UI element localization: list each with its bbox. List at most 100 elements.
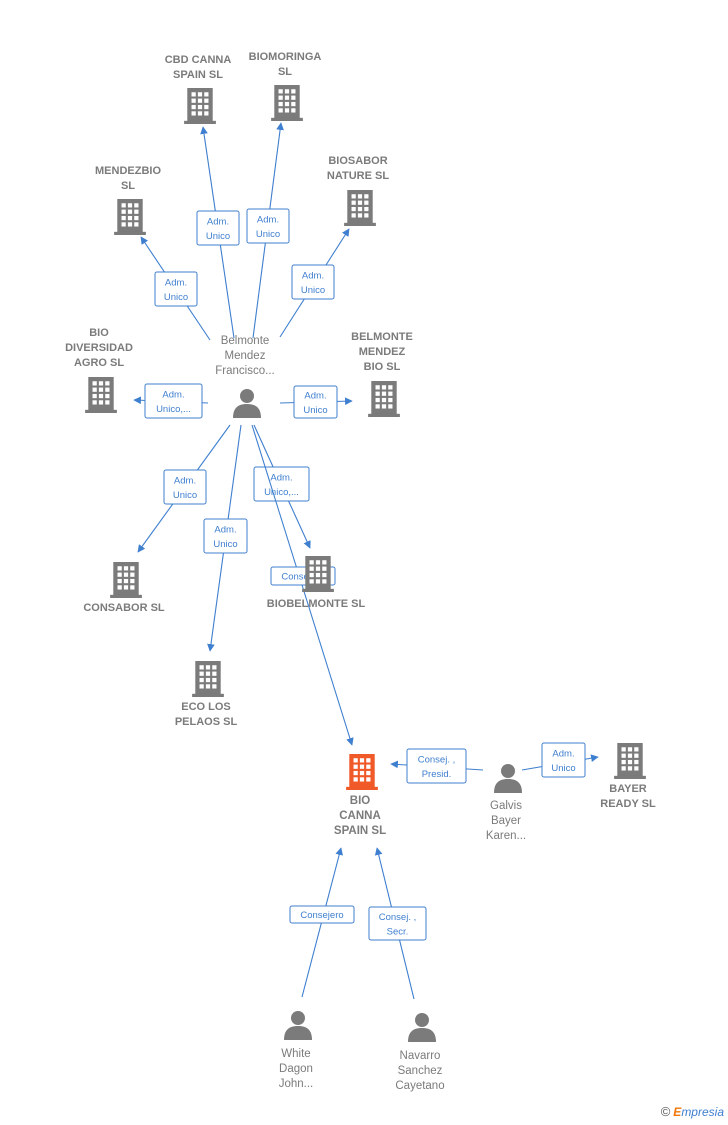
role-label[interactable]: Consej. ,Secr.	[368, 906, 427, 941]
node-white[interactable]: WhiteDagonJohn...	[279, 1011, 314, 1090]
role-label[interactable]: Adm.Unico	[203, 518, 248, 554]
role-text: Unico	[173, 490, 197, 501]
role-box	[289, 905, 355, 924]
node-label: BELMONTE	[351, 331, 413, 343]
role-label[interactable]: Adm.Unico,...	[144, 383, 203, 419]
role-label[interactable]: Adm. Unico	[293, 385, 338, 419]
node-label: White	[281, 1048, 310, 1060]
node-label: Francisco...	[215, 365, 274, 377]
role-text: Adm.	[552, 748, 574, 759]
node-label: Galvis	[490, 800, 522, 812]
edge-belmonte-biomoringa: Adm.Unico	[246, 122, 290, 339]
role-text: Unico	[301, 285, 325, 296]
building-icon	[344, 190, 376, 226]
role-box	[291, 264, 335, 300]
role-label[interactable]: Consej. , Presid.	[406, 748, 467, 784]
node-biobelmonte[interactable]: BIOBELMONTE SL	[267, 556, 366, 610]
edge-belmonte-biosabor: Adm. Unico	[279, 228, 350, 338]
role-text: Unico	[551, 763, 575, 774]
node-label: AGRO SL	[74, 357, 124, 369]
role-text: Consej. ,	[418, 754, 456, 765]
role-label[interactable]: Adm.Unico	[154, 271, 198, 307]
edge-belmonte-belmontebio: Adm. Unico	[279, 385, 353, 419]
copyright-icon: ©	[660, 1104, 671, 1119]
building-icon	[114, 199, 146, 235]
node-label: DIVERSIDAD	[65, 342, 133, 354]
person-icon	[233, 389, 261, 418]
person-icon	[494, 764, 522, 793]
node-label: NATURE SL	[327, 170, 389, 182]
node-label: Mendez	[225, 350, 266, 362]
role-text: Adm.	[304, 390, 326, 401]
building-icon	[271, 85, 303, 121]
role-text: Adm.	[214, 524, 236, 535]
edges-layer: Adm.UnicoAdm.UnicoAdm.UnicoAdm.UnicoAdm.…	[133, 122, 599, 1000]
building-icon	[346, 754, 378, 790]
node-label: CANNA	[339, 810, 381, 822]
building-icon	[85, 377, 117, 413]
edge-belmonte-mendezbio: Adm.Unico	[140, 236, 211, 341]
node-belmonte[interactable]: BelmonteMendezFrancisco...	[215, 335, 275, 418]
brand-initial: E	[673, 1105, 682, 1119]
role-text: Unico	[164, 292, 188, 303]
node-label: Sanchez	[398, 1065, 443, 1077]
node-biodiversidad[interactable]: BIO DIVERSIDAD AGRO SL	[65, 327, 133, 413]
role-text: Presid.	[422, 769, 452, 780]
role-box	[246, 208, 290, 244]
edge-belmonte-consabor: Adm.Unico	[137, 424, 231, 553]
building-icon	[368, 381, 400, 417]
node-label: Karen...	[486, 830, 526, 842]
building-icon	[192, 661, 224, 697]
node-label: Dagon	[279, 1063, 313, 1075]
node-galvis[interactable]: GalvisBayerKaren...	[486, 764, 526, 842]
node-label: BIO	[89, 327, 109, 339]
person-icon	[408, 1013, 436, 1042]
building-icon	[614, 743, 646, 779]
role-text: Unico	[303, 405, 327, 416]
node-label: Bayer	[491, 815, 521, 827]
role-label[interactable]: Adm.Unico	[246, 208, 290, 244]
role-box	[406, 748, 467, 784]
role-label[interactable]: Adm. Unico	[196, 210, 240, 246]
node-consabor[interactable]: CONSABOR SL	[83, 562, 165, 614]
building-icon	[110, 562, 142, 598]
role-box	[541, 742, 586, 778]
node-label: BIO SL	[364, 361, 401, 373]
role-text: Unico	[206, 231, 230, 242]
role-label[interactable]: Adm. Unico	[291, 264, 335, 300]
role-label[interactable]: Adm.Unico,...	[253, 466, 310, 502]
role-box	[293, 385, 338, 419]
edge-belmonte-biobelmonte: Adm.Unico,...	[253, 424, 311, 549]
role-box	[163, 469, 207, 505]
role-text: Adm.	[207, 216, 229, 227]
node-biocanna[interactable]: BIO CANNA SPAIN SL	[334, 754, 386, 837]
node-label: Cayetano	[395, 1080, 444, 1092]
node-label: BIOBELMONTE SL	[267, 598, 366, 610]
role-text: Consejero	[281, 572, 324, 583]
node-label: PELAOS SL	[175, 716, 238, 728]
edge-galvis-biocanna: Consej. , Presid.	[390, 748, 484, 784]
node-label: John...	[279, 1078, 314, 1090]
role-text: Unico,...	[264, 487, 299, 498]
edge-navarro-biocanna: Consej. ,Secr.	[368, 847, 427, 1000]
edge-belmonte-biodiversidad: Adm.Unico,...	[133, 383, 209, 419]
role-label[interactable]: Adm. Unico	[541, 742, 586, 778]
role-text: Adm.	[302, 270, 324, 281]
role-label[interactable]: Adm.Unico	[163, 469, 207, 505]
node-label: BIO	[350, 795, 371, 807]
node-label: SPAIN SL	[334, 825, 386, 837]
role-text: Secr.	[387, 926, 409, 937]
role-text: Unico,...	[156, 404, 191, 415]
edge-white-biocanna: Consejero	[289, 847, 355, 998]
role-label[interactable]: Consejero	[289, 905, 355, 924]
node-label: SPAIN SL	[173, 69, 223, 81]
